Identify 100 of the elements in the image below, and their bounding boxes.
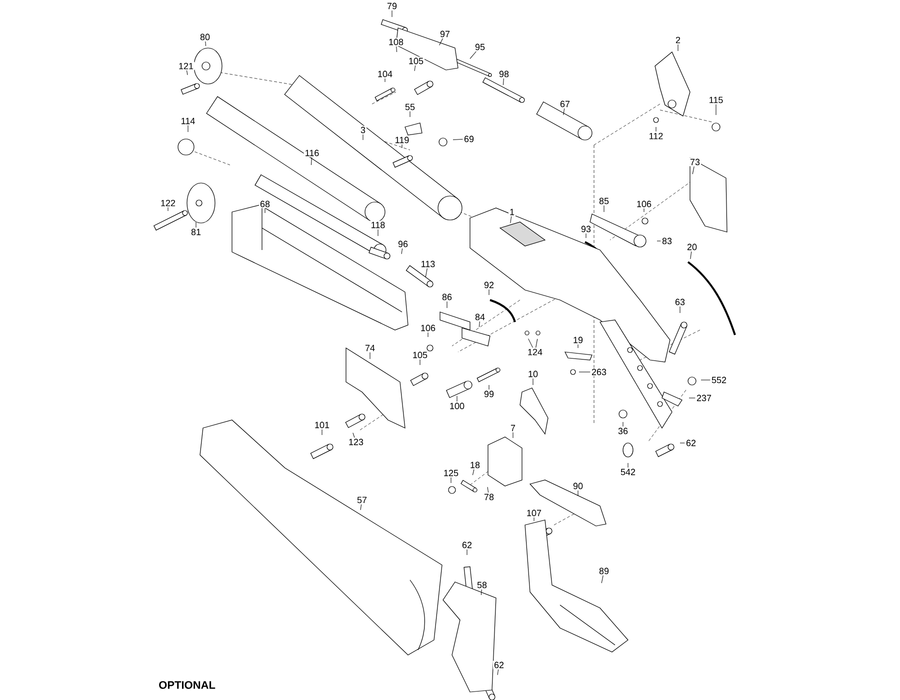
callout-number: 19 — [572, 336, 584, 344]
callout-number: 92 — [483, 280, 495, 290]
callout-number: 107 — [526, 508, 542, 518]
callout-number: 20 — [686, 242, 698, 252]
leader-line — [488, 384, 490, 390]
callout-number: 79 — [386, 2, 398, 10]
callout-number: 63 — [674, 298, 686, 306]
leader-line — [425, 268, 428, 278]
callout-number: 105 — [408, 56, 424, 66]
callout-number: 1 — [508, 208, 516, 216]
callout-number: 124 — [526, 348, 544, 356]
callout-number: 123 — [348, 438, 365, 446]
callout-number: 18 — [469, 460, 481, 470]
leader-line — [690, 251, 692, 260]
callout-number: 3 — [360, 126, 366, 134]
leader-line — [396, 46, 398, 52]
leader-line — [414, 65, 416, 72]
callout-number: 104 — [376, 70, 394, 78]
leader-line — [563, 108, 565, 116]
callout-number: 121 — [178, 62, 195, 70]
leader-line — [466, 549, 468, 556]
leader-line — [456, 396, 458, 402]
callout-number: 118 — [370, 220, 386, 230]
callout-number: 552 — [710, 376, 728, 384]
callout-number: 237 — [696, 394, 712, 402]
leader-line — [536, 338, 538, 348]
callout-number: 100 — [448, 402, 466, 410]
leader-line — [186, 70, 188, 76]
callout-number: 101 — [314, 420, 331, 430]
callout-number: 122 — [160, 198, 177, 208]
leader-line — [470, 51, 476, 59]
callout-number: 36 — [617, 426, 629, 436]
leader-line — [528, 338, 534, 348]
callout-number: 115 — [708, 96, 724, 104]
callout-number: 74 — [364, 344, 376, 352]
leader-line — [472, 469, 474, 476]
leader-line — [680, 442, 685, 444]
callout-number: 85 — [598, 196, 610, 206]
callout-number: 89 — [598, 566, 610, 576]
callout-number: 55 — [404, 102, 416, 112]
callout-number: 80 — [199, 32, 211, 42]
leader-line — [264, 208, 266, 214]
leader-line — [487, 486, 489, 493]
callout-number: 125 — [442, 468, 460, 478]
callout-number: 68 — [259, 200, 271, 208]
leader-line — [352, 432, 355, 438]
callout-number: 67 — [559, 100, 571, 108]
leader-line — [401, 248, 403, 254]
note-text: OPTIONAL — [159, 681, 216, 689]
callout-number: 7 — [510, 424, 516, 432]
callout-number: 108 — [388, 38, 405, 46]
callout-number: 10 — [527, 370, 539, 378]
leader-line — [452, 139, 463, 140]
callout-number: 62 — [685, 438, 697, 448]
leader-line — [310, 157, 312, 166]
leader-line — [510, 216, 512, 224]
leader-line — [446, 301, 448, 308]
callout-number: 105 — [412, 350, 429, 360]
callout-number: 90 — [572, 482, 584, 490]
leader-line — [439, 38, 443, 46]
callout-number: 542 — [620, 468, 636, 476]
callout-number: 93 — [580, 224, 592, 234]
callout-number: 114 — [180, 116, 196, 126]
callout-number: 99 — [483, 390, 495, 398]
callout-number: 83 — [661, 236, 673, 246]
callout-number: 106 — [420, 324, 437, 332]
callout-number: 57 — [356, 496, 368, 504]
leader-line — [656, 240, 661, 242]
callout-number: 106 — [636, 200, 652, 208]
callout-number: 97 — [439, 30, 451, 38]
callout-number: 73 — [689, 158, 701, 166]
leader-line — [502, 78, 504, 86]
leader-line — [384, 78, 386, 82]
leader-line — [512, 432, 514, 438]
leader-line — [497, 669, 499, 676]
callout-number: 2 — [674, 36, 682, 44]
callout-number: 62 — [461, 540, 473, 550]
leader-line — [360, 504, 362, 510]
callout-number: 86 — [441, 292, 453, 302]
leader-line — [205, 41, 206, 46]
callout-number: 113 — [420, 260, 436, 268]
callout-number: 98 — [498, 70, 510, 78]
callout-number: 84 — [474, 312, 486, 322]
callout-number: 112 — [648, 132, 664, 140]
leader-line — [478, 321, 480, 328]
callout-number: 263 — [590, 368, 608, 376]
leader-line — [622, 422, 624, 427]
leader-line — [362, 134, 364, 140]
callout-number: 58 — [476, 580, 488, 590]
leader-line — [488, 289, 490, 296]
leader-line — [692, 166, 694, 174]
leader-line — [532, 378, 534, 386]
callout-number: 69 — [463, 134, 475, 144]
callout-number: 62 — [493, 660, 505, 670]
callout-number: 96 — [397, 240, 409, 248]
leader-line — [601, 575, 604, 584]
callout-number: 95 — [474, 42, 486, 52]
callout-number: 119 — [394, 136, 410, 144]
callout-number: 78 — [483, 492, 495, 502]
leader-line — [450, 477, 452, 484]
